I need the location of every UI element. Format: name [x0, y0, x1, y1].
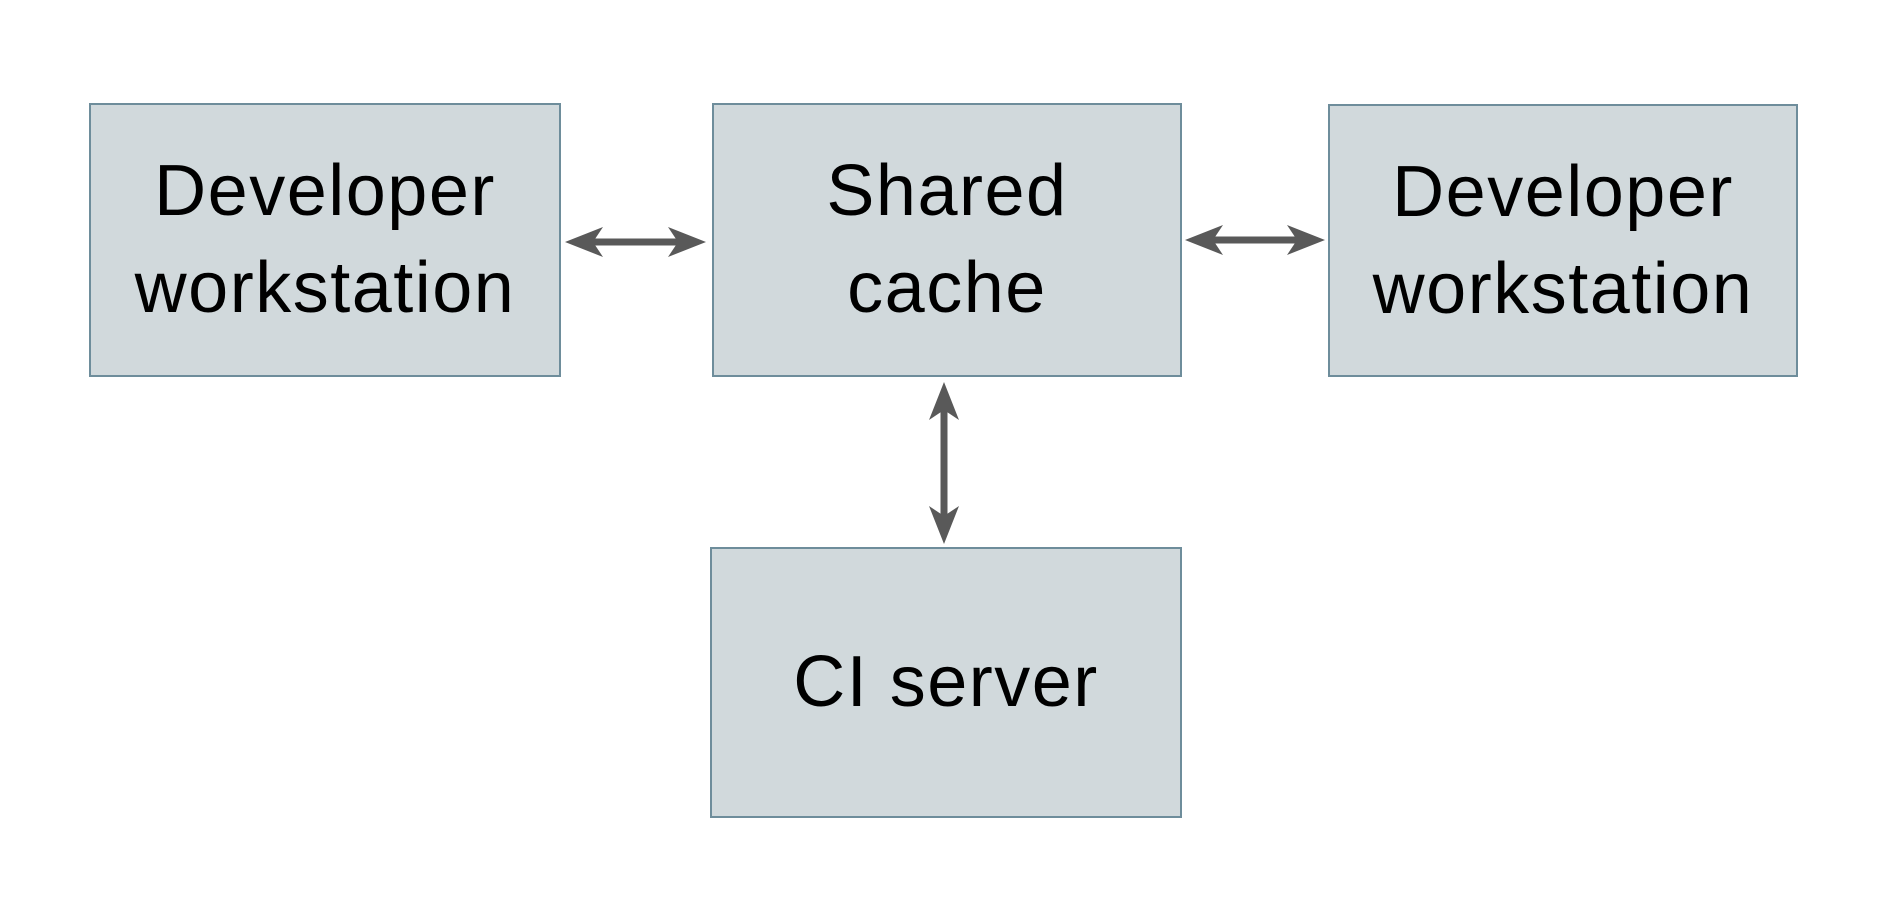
node-label-line: CI server [793, 642, 1099, 722]
node-label-line: Developer [154, 151, 496, 231]
node-developer-workstation-right: Developer workstation [1328, 104, 1798, 377]
bidirectional-arrow-vertical-icon [929, 382, 959, 544]
node-label-line: workstation [134, 248, 516, 328]
node-label-line: Developer [1392, 151, 1734, 232]
node-shared-cache: Shared cache [712, 103, 1182, 377]
node-label: Developer workstation [135, 143, 516, 337]
node-label-line: cache [847, 248, 1047, 328]
node-developer-workstation-left: Developer workstation [89, 103, 561, 377]
node-label: CI server [793, 634, 1099, 731]
bidirectional-arrow-right-icon [1185, 225, 1325, 255]
node-label-line: workstation [1372, 248, 1754, 329]
node-ci-server: CI server [710, 547, 1182, 818]
node-label-line: Shared [826, 151, 1068, 231]
bidirectional-arrow-left-icon [565, 227, 706, 257]
node-label: Shared cache [826, 143, 1067, 337]
node-label: Developer workstation [1373, 144, 1754, 338]
